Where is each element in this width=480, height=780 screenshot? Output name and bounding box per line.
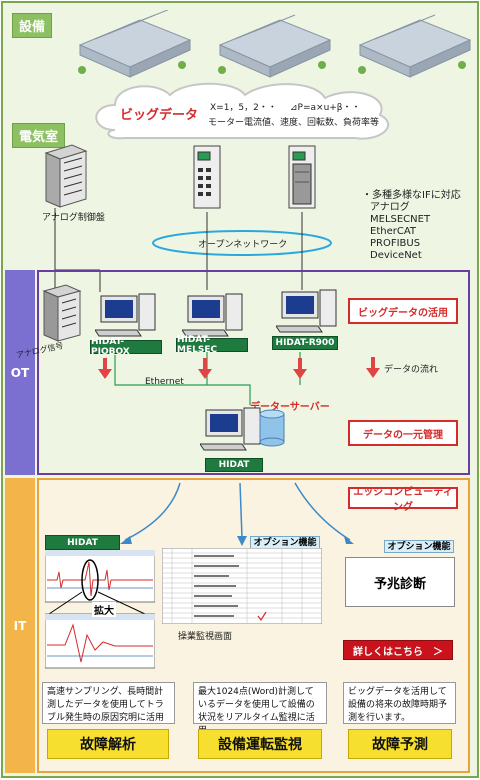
device-melsec: HIDAT-MELSEC [176,335,248,355]
details-button[interactable]: 詳しくはこちら ＞ [343,640,453,660]
formula-2: ⊿P=a×u+β・・ [290,103,361,113]
interface-item: アナログ [370,202,410,213]
ethernet-label: Ethernet [145,377,184,387]
bigdata-usage-box: ビッグデータの活用 [348,298,458,324]
server-pc-icon [200,407,261,451]
ops-screen-caption: 操業監視画面 [178,632,233,642]
control-panel-icon [44,144,88,208]
option-badge-2: オプション機能 [384,540,454,553]
analog-panel-label: アナログ制御盤 [42,213,105,223]
interface-list: ・多種多様なIFに対応 アナログ MELSECNET EtherCAT PROF… [362,190,461,262]
ot-band: OT [5,270,35,475]
network-ellipse [152,230,332,256]
factory-icon [78,10,192,78]
data-flow-label: データの流れ [384,365,439,375]
database-icon [259,409,285,447]
flow-arrow-icon [98,358,112,379]
monitor-table [162,548,322,624]
factory-icon [358,14,472,78]
flow-arrow-icon [198,358,212,379]
plc-rack-icon [193,145,221,209]
interface-heading: ・多種多様なIFに対応 [362,190,461,201]
caption-fault-analysis: 高速サンプリング、長時間計測したデータを使用してトラブル発生時の原因究明に活用 [42,682,175,724]
cloud-shape [95,82,389,140]
analog-rack-icon [42,284,82,342]
cloud-subtitle: モーター電流値、速度、回転数、負荷率等 [208,118,380,128]
predictive-diagnosis-box: 予兆診断 [345,557,455,607]
factory-buildings [78,10,472,78]
hidat-server-badge: HIDAT [205,458,263,472]
hidat-panel-title: HIDAT [45,535,120,550]
factory-icon [218,14,332,78]
interface-item: MELSECNET [370,214,431,225]
pc-icon [182,293,243,337]
open-network-label: オープンネットワーク [198,240,288,250]
it-band: IT [5,478,35,773]
pc-icon [276,289,337,333]
interface-item: EtherCAT [370,226,416,237]
ot-region [37,270,470,475]
label-fault-analysis: 故障解析 [47,729,169,759]
facility-label: 設備 [12,13,53,38]
device-r900: HIDAT-R900 [272,336,338,350]
caption-prediction: ビッグデータを活用して設備の将来の故障時期予測を行います。 [343,682,456,724]
label-monitoring: 設備運転監視 [198,729,322,759]
interface-item: PROFIBUS [370,238,421,249]
data-management-box: データの一元管理 [348,420,458,446]
pc-icon [95,293,156,337]
device-piobox: HIDAT-PIOBOX [90,337,162,357]
caption-monitoring: 最大1024点(Word)計測しているデータを使用して設備の状況をリアルタイム監… [193,682,327,736]
distribution-arrows [120,482,354,546]
electrical-room-label: 電気室 [12,123,66,148]
zoom-label: 拡大 [92,602,116,617]
data-server-label: データーサーバー [250,402,330,413]
bigdata-title: ビッグデータ [120,108,199,123]
label-prediction: 故障予測 [348,729,452,759]
edge-computing-box: エッジコンピューティング [348,487,458,513]
interface-item: DeviceNet [370,250,422,261]
legend-arrow-icon [366,357,380,378]
plc-rack-icon [288,145,316,209]
flow-arrow-icon [293,358,307,379]
formula-1: X=1，5，2・・ [210,103,277,113]
waveform-screens [45,550,155,669]
